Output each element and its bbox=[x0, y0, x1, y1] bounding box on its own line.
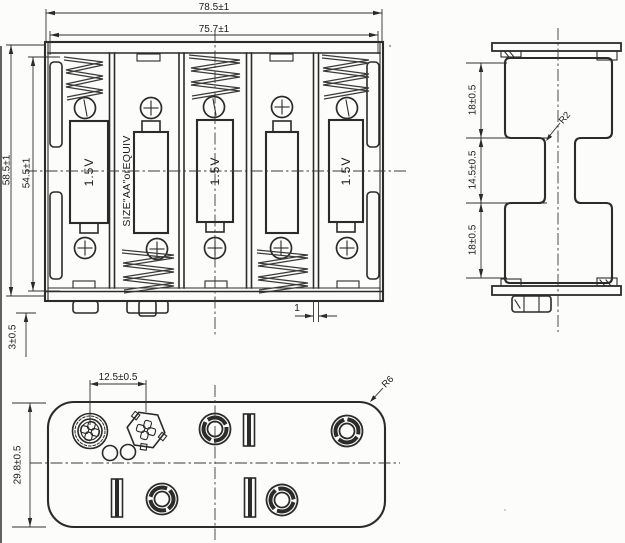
dim-partition-thickness: 1 bbox=[294, 303, 300, 314]
bottom-view: 12.5±0.5 29.8±0.5 R6 bbox=[12, 372, 400, 540]
contact-slots bbox=[110, 413, 257, 518]
front-view-dimensions: 78.5±1 75.7±1 58.5±1 54.5±1 3±0.5 1 bbox=[2, 2, 383, 357]
dim-height-inner: 54.5±1 bbox=[22, 157, 33, 188]
holder-profile bbox=[503, 56, 614, 285]
snap-stud-side bbox=[511, 295, 552, 313]
contact-springs bbox=[63, 54, 370, 294]
contact-rivet bbox=[142, 479, 182, 519]
retention-tabs bbox=[72, 53, 360, 289]
battery-label-3: 1.5V bbox=[339, 157, 353, 186]
dim-width-outer: 78.5±1 bbox=[199, 2, 230, 13]
dim-top-cell: 18±0.5 bbox=[468, 84, 479, 115]
dim-bottom-cell: 18±0.5 bbox=[468, 224, 479, 255]
bottom-flange bbox=[491, 285, 622, 296]
contact-rivet bbox=[323, 407, 371, 455]
vent-hole bbox=[119, 443, 137, 461]
dim-foot-height: 3±0.5 bbox=[8, 324, 19, 349]
scan-speck bbox=[504, 509, 506, 511]
battery-size-label: SIZE"AA"orEQUIV bbox=[121, 135, 133, 226]
bottom-view-dimensions: 12.5±0.5 29.8±0.5 R6 bbox=[12, 372, 396, 528]
male-snap-hex bbox=[126, 410, 168, 451]
dim-height-outer: 58.5±1 bbox=[2, 154, 13, 185]
right-rail-clips bbox=[366, 61, 380, 280]
mounting-feet bbox=[72, 300, 169, 317]
dim-middle: 14.5±0.5 bbox=[468, 150, 479, 189]
negative-terminal-rivets bbox=[73, 95, 359, 120]
top-flange bbox=[491, 42, 622, 52]
left-rail-clips bbox=[49, 61, 63, 280]
radius-r6: R6 bbox=[380, 374, 396, 390]
contact-rivet bbox=[260, 478, 304, 522]
side-view: 18±0.5 14.5±0.5 18±0.5 R2 bbox=[466, 28, 622, 332]
dim-base-height: 29.8±0.5 bbox=[13, 445, 24, 484]
side-view-dimensions: 18±0.5 14.5±0.5 18±0.5 R2 bbox=[466, 62, 573, 279]
dim-width-inner: 75.7±1 bbox=[199, 24, 230, 35]
base-outline bbox=[46, 400, 387, 529]
holder-outline bbox=[43, 40, 385, 303]
compartment-partitions bbox=[108, 52, 320, 289]
scan-speck bbox=[388, 44, 392, 48]
positive-terminal-rivets bbox=[73, 95, 359, 261]
dim-snap-spacing: 12.5±0.5 bbox=[99, 372, 138, 383]
vent-hole bbox=[101, 444, 119, 462]
battery-label-1: 1.5V bbox=[82, 158, 96, 187]
front-view: 1.5V SIZE"AA"orEQUIV 1.5V 1.5V bbox=[25, 30, 408, 335]
